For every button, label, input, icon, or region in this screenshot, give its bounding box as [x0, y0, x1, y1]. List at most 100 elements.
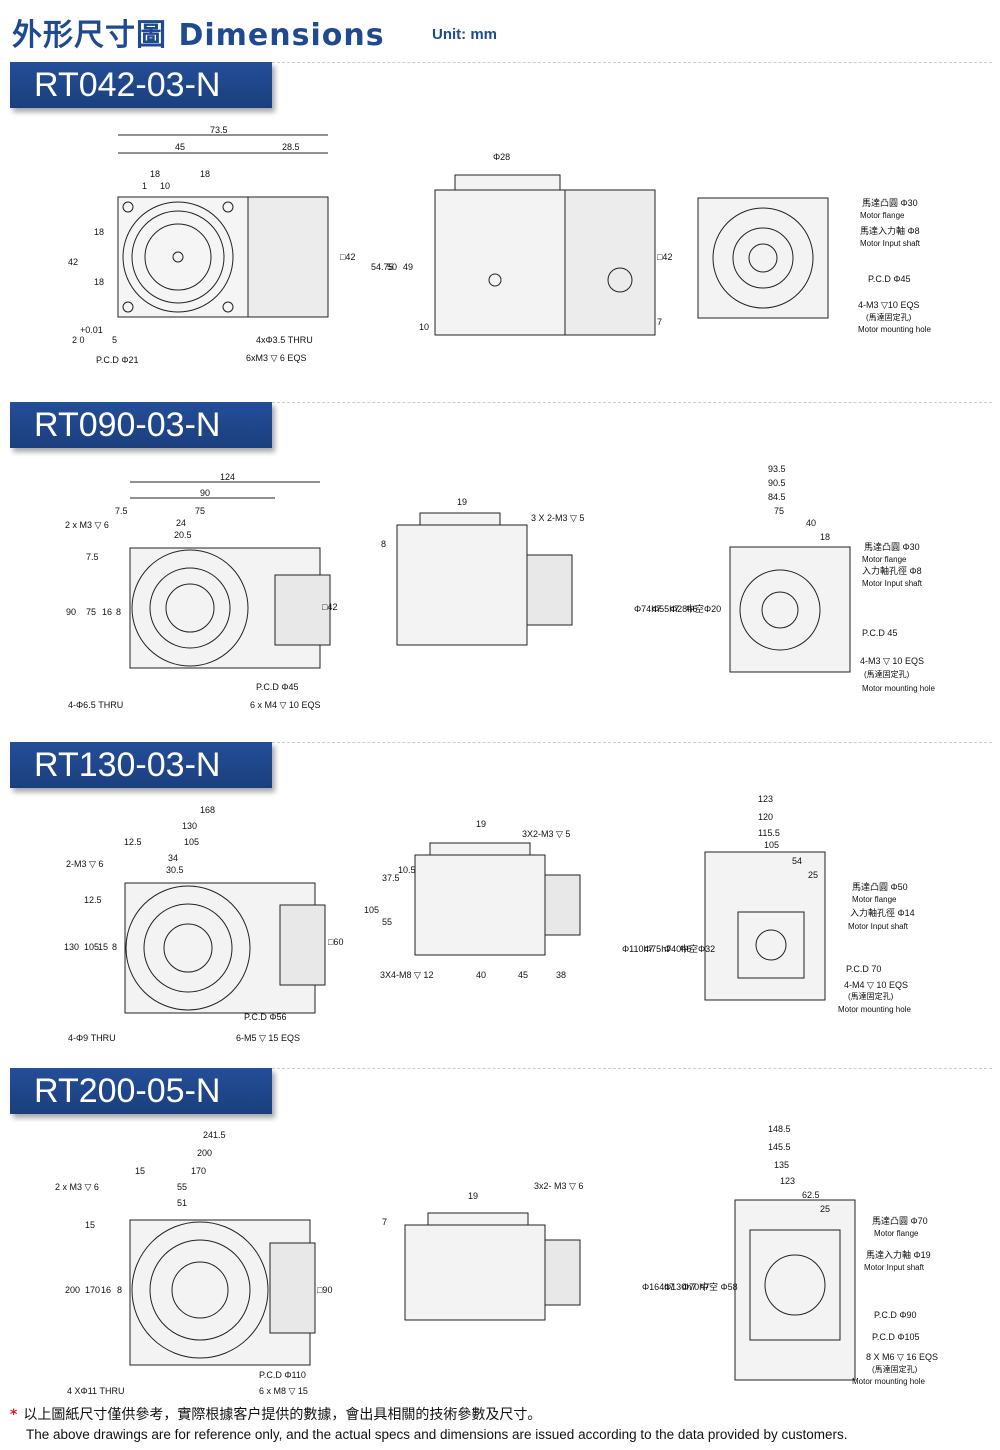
dim-label: 中空Φ20 — [686, 603, 721, 614]
dim-label: 84.5 — [768, 492, 786, 502]
dim-label: 30.5 — [166, 865, 184, 875]
model-title: RT042-03-N — [10, 62, 272, 108]
dim-label: 馬達凸圓 Φ50 — [852, 881, 908, 892]
dim-label: 4-Φ6.5 THRU — [68, 700, 123, 710]
dim-label: 51 — [177, 1198, 187, 1208]
dim-label: 200 — [197, 1148, 212, 1158]
dim-label: 38 — [556, 970, 566, 980]
dim-label: 50 — [387, 262, 397, 272]
dim-label: 25 — [808, 870, 818, 880]
dim-label: 120 — [758, 812, 773, 822]
dim-label: (馬達固定孔) — [866, 312, 912, 322]
dim-label: □90 — [317, 1285, 332, 1295]
dim-label: 25 — [820, 1204, 830, 1214]
dim-label: 馬達入力軸 Φ8 — [860, 225, 920, 236]
dim-label: 90 — [66, 607, 76, 617]
dim-label: 123 — [780, 1176, 795, 1186]
front-view-drawing: 124 90 7.5 75 2 x M3 ▽ 6 24 20.5 7.5 90 … — [65, 472, 337, 710]
dim-label: 15 — [135, 1166, 145, 1176]
footnote-star: * — [10, 1407, 18, 1423]
dim-label: Φ130h7 — [664, 1282, 696, 1292]
dim-label: Motor Input shaft — [860, 239, 921, 248]
dim-label: 16 — [101, 1285, 111, 1295]
dim-label: 75 — [86, 607, 96, 617]
dim-label: P.C.D Φ21 — [96, 355, 139, 365]
dim-label: 4-M3 ▽10 EQS — [858, 300, 919, 310]
dim-label: 8 X M6 ▽ 16 EQS — [866, 1352, 938, 1362]
model-title: RT130-03-N — [10, 742, 272, 788]
dim-label: 1 — [142, 181, 147, 191]
dim-label: 8 — [117, 1285, 122, 1295]
dim-label: 19 — [476, 819, 486, 829]
dim-label: 3x2- M3 ▽ 6 — [534, 1181, 583, 1191]
front-view-drawing: 73.5 45 28.5 18 18 1 10 42 18 18 +0.01 2… — [68, 125, 355, 365]
dim-label: 18 — [200, 169, 210, 179]
side-view-drawing: 19 3X2-M3 ▽ 5 37.5 10.5 105 55 3X4-M8 ▽ … — [364, 819, 581, 980]
dim-label: Motor mounting hole — [862, 684, 935, 693]
dim-label: 6 x M4 ▽ 10 EQS — [250, 700, 320, 710]
dim-label: Motor Input shaft — [862, 579, 923, 588]
dim-label: Motor flange — [860, 211, 905, 220]
dim-label: 34 — [168, 853, 178, 863]
dim-label: 馬達凸圓 Φ30 — [864, 541, 920, 552]
dim-label: Motor Input shaft — [864, 1263, 925, 1272]
dim-label: Φ28h6 — [670, 604, 697, 614]
dim-label: 6 x M8 ▽ 15 — [259, 1386, 308, 1396]
dim-label: 62.5 — [802, 1190, 820, 1200]
dim-label: P.C.D Φ90 — [874, 1310, 917, 1320]
dim-label: 73.5 — [210, 125, 228, 135]
dim-label: +0.01 — [80, 325, 103, 335]
dim-label: 18 — [150, 169, 160, 179]
side-view-drawing: 19 3x2- M3 ▽ 6 7 — [382, 1181, 583, 1321]
rear-view-drawing: 148.5 145.5 135 123 62.5 25 Φ164h7 Φ130h… — [642, 1124, 938, 1386]
dim-label: 170 — [85, 1285, 100, 1295]
dim-label: 15 — [98, 942, 108, 952]
dim-label: 93.5 — [768, 464, 786, 474]
dim-label: 168 — [200, 805, 215, 815]
dim-label: 15 — [85, 1220, 95, 1230]
dim-label: (馬達固定孔) — [864, 669, 910, 679]
dim-label: 19 — [457, 497, 467, 507]
dim-label: 4 XΦ11 THRU — [67, 1386, 125, 1396]
dim-label: Φ40h6 — [664, 944, 691, 954]
dim-label: Motor flange — [862, 555, 907, 564]
dim-label: 8 — [381, 539, 386, 549]
dim-label: 45 — [518, 970, 528, 980]
dim-label: 8 — [116, 607, 121, 617]
dim-label: 90.5 — [768, 478, 786, 488]
dim-label: Φ75h7 — [644, 944, 671, 954]
rear-view-drawing: 馬達凸圓 Φ30 Motor flange 馬達入力軸 Φ8 Motor Inp… — [697, 197, 931, 334]
dim-label: 170 — [191, 1166, 206, 1176]
divider — [272, 402, 992, 403]
dim-label: 中空Φ32 — [680, 943, 715, 954]
side-view-drawing: 19 3 X 2-M3 ▽ 5 8 — [381, 497, 584, 646]
dim-label: P.C.D Φ105 — [872, 1332, 920, 1342]
dim-label: 124 — [220, 472, 235, 482]
dim-label: 241.5 — [203, 1130, 226, 1140]
dim-label: □42 — [322, 602, 337, 612]
dim-label: P.C.D Φ45 — [868, 274, 911, 284]
rear-view-drawing: 123 120 115.5 105 54 25 Φ110h7 Φ75h7 Φ40… — [622, 794, 915, 1014]
dim-label: 12.5 — [124, 837, 142, 847]
dim-label: 19 — [468, 1191, 478, 1201]
dim-label: 7 — [382, 1217, 387, 1227]
dim-label: 75 — [774, 506, 784, 516]
dim-label: 4-Φ9 THRU — [68, 1033, 116, 1043]
dim-label: Motor mounting hole — [838, 1005, 911, 1014]
dim-label: 130 — [182, 821, 197, 831]
dim-label: P.C.D Φ45 — [256, 682, 299, 692]
dim-label: 105 — [84, 942, 99, 952]
dim-label: 馬達入力軸 Φ19 — [866, 1249, 931, 1260]
dim-label: 105 — [364, 905, 379, 915]
rear-view-drawing: 93.5 90.5 84.5 75 40 18 Φ74h7 Φ55h7 Φ28h… — [634, 464, 935, 693]
footnote-text-zh: 以上圖紙尺寸僅供參考，實際根據客户提供的數據，會出具相關的技術參數及尺寸。 — [23, 1407, 542, 1423]
dim-label: 4xΦ3.5 THRU — [256, 335, 313, 345]
front-view-drawing: 241.5 200 15 170 2 x M3 ▽ 6 55 51 15 200… — [55, 1130, 332, 1396]
dim-label: 49 — [403, 262, 413, 272]
dim-label: 145.5 — [768, 1142, 791, 1152]
dim-label: Φ70h7 — [682, 1282, 709, 1292]
dim-label: 55 — [177, 1182, 187, 1192]
dim-label: □42 — [340, 252, 355, 262]
dim-label: 105 — [184, 837, 199, 847]
dim-label: 2-M3 ▽ 6 — [66, 859, 103, 869]
